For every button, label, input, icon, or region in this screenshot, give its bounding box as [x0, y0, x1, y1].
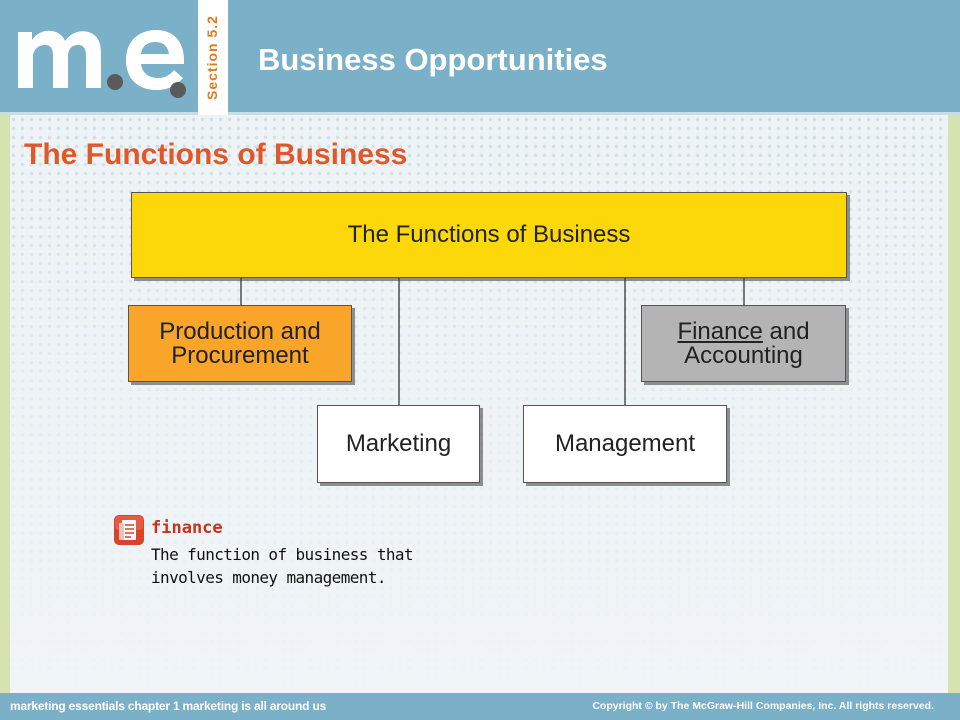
glossary-definition: The function of business that involves m… — [151, 545, 414, 587]
node-management: Management — [523, 405, 727, 483]
me-logo — [18, 30, 186, 98]
node-production-procurement: Production and Procurement — [128, 305, 352, 382]
node-label-rest: and Accounting — [684, 317, 810, 369]
node-label-keyword: Finance — [677, 317, 763, 345]
node-finance-accounting: Finance and Accounting — [641, 305, 846, 382]
root-node: The Functions of Business — [131, 192, 847, 278]
footer-course-label: marketing essentials chapter 1 marketing… — [10, 699, 327, 713]
section-strip — [198, 0, 228, 115]
glossary-book-icon[interactable] — [113, 514, 145, 546]
left-accent-stripe — [0, 115, 10, 693]
node-label: Production and Procurement — [159, 317, 321, 369]
glossary-term: finance — [151, 518, 223, 538]
right-accent-stripe — [948, 115, 960, 693]
header-divider — [0, 112, 960, 115]
footer-copyright: Copyright © by The McGraw-Hill Companies… — [592, 700, 934, 712]
header-title: Business Opportunities — [258, 42, 608, 77]
node-marketing: Marketing — [317, 405, 480, 483]
node-label: Finance and Accounting — [677, 317, 810, 369]
root-node-label: The Functions of Business — [347, 221, 631, 248]
page-title: The Functions of Business — [24, 138, 408, 171]
node-label: Marketing — [345, 430, 452, 457]
node-label: Management — [554, 430, 696, 457]
footer-bar — [0, 693, 960, 720]
